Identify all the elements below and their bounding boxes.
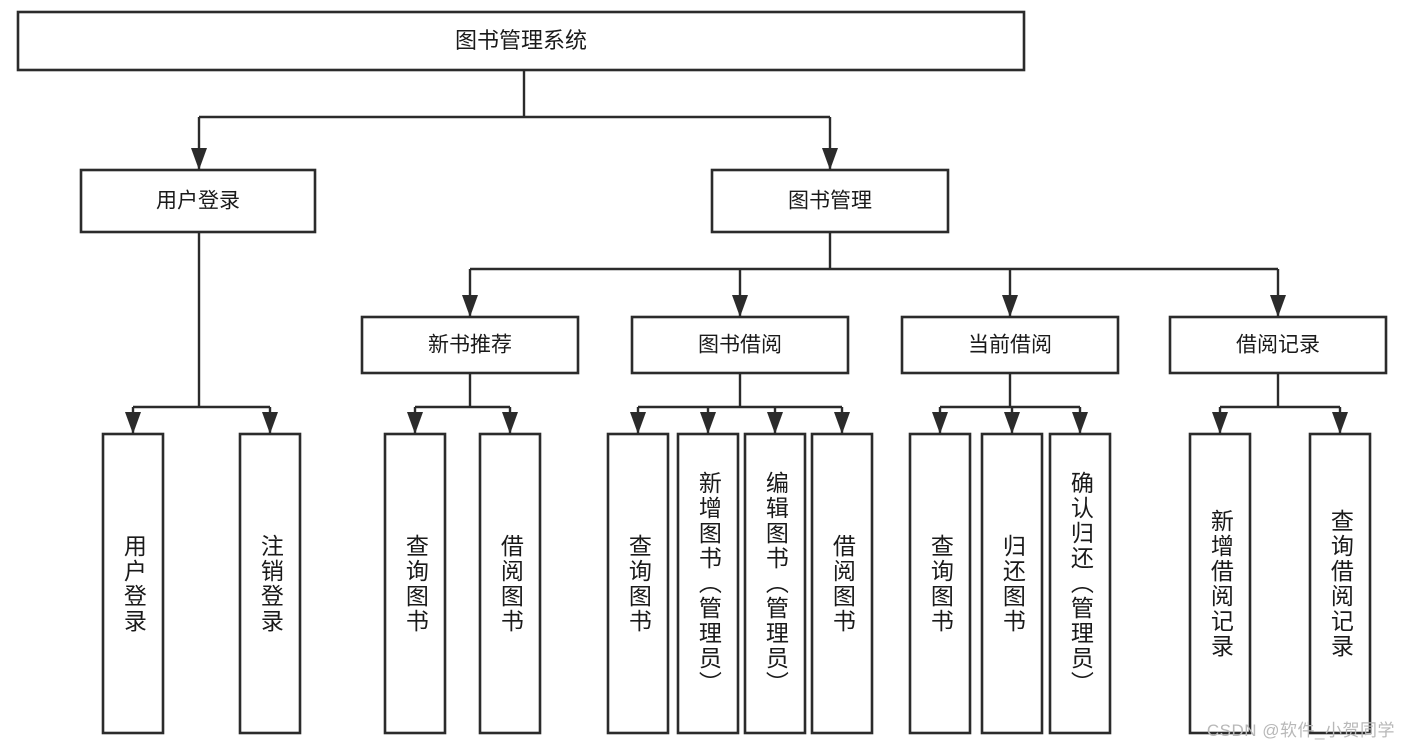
node-box-leaf-8[interactable] [908, 432, 972, 735]
arrow-head-icon [822, 148, 838, 170]
node-box-level3-2[interactable] [900, 315, 1120, 375]
boxes-layer [16, 10, 1388, 735]
node-box-level2-0[interactable] [79, 168, 317, 234]
node-box-leaf-7[interactable] [810, 432, 874, 735]
edge-root-to-level2 [197, 70, 832, 170]
node-label-level3-1: 图书借阅 [698, 334, 782, 357]
arrow-head-icon [1072, 412, 1088, 434]
node-box-leaf-4[interactable] [606, 432, 670, 735]
arrow-head-icon [125, 412, 141, 434]
node-box-leaf-2[interactable] [383, 432, 447, 735]
arrow-head-icon [1332, 412, 1348, 434]
arrow-head-icon [191, 148, 207, 170]
node-label-level2-0: 用户登录 [156, 190, 240, 213]
node-box-level3-0[interactable] [360, 315, 580, 375]
node-box-leaf-12[interactable] [1308, 432, 1372, 735]
edge-newbook-to-leaves [413, 373, 512, 434]
node-box-leaf-0[interactable] [101, 432, 165, 735]
node-label-level2-1: 图书管理 [788, 190, 872, 213]
node-label-level3-3: 借阅记录 [1236, 334, 1320, 357]
arrow-head-icon [502, 412, 518, 434]
node-label-level3-2: 当前借阅 [968, 334, 1052, 357]
arrow-head-icon [1212, 412, 1228, 434]
edges-layer [125, 70, 1348, 434]
node-box-leaf-6[interactable] [743, 432, 807, 735]
arrow-head-icon [630, 412, 646, 434]
edge-bookmgmt-to-level3 [468, 232, 1280, 317]
arrow-head-icon [732, 295, 748, 317]
arrow-head-icon [1270, 295, 1286, 317]
node-box-leaf-10[interactable] [1048, 432, 1112, 735]
node-label-root: 图书管理系统 [455, 28, 587, 53]
edge-borrow-to-leaves [636, 373, 844, 434]
arrow-head-icon [262, 412, 278, 434]
arrow-head-icon [932, 412, 948, 434]
node-box-level3-1[interactable] [630, 315, 850, 375]
arrow-head-icon [834, 412, 850, 434]
node-label-level3-0: 新书推荐 [428, 334, 512, 357]
arrow-head-icon [1002, 295, 1018, 317]
edge-records-to-leaves [1218, 373, 1342, 434]
watermark-text: CSDN @软件_小贺同学 [1206, 721, 1395, 740]
node-box-leaf-1[interactable] [238, 432, 302, 735]
arrow-head-icon [767, 412, 783, 434]
node-box-leaf-9[interactable] [980, 432, 1044, 735]
edge-userlogin-to-leaves [131, 232, 272, 434]
node-box-leaf-3[interactable] [478, 432, 542, 735]
node-box-leaf-5[interactable] [676, 432, 740, 735]
node-box-level3-3[interactable] [1168, 315, 1388, 375]
arrow-head-icon [700, 412, 716, 434]
arrow-head-icon [1004, 412, 1020, 434]
arrow-head-icon [407, 412, 423, 434]
node-box-root[interactable] [16, 10, 1026, 72]
arrow-head-icon [462, 295, 478, 317]
node-box-level2-1[interactable] [710, 168, 950, 234]
node-box-leaf-11[interactable] [1188, 432, 1252, 735]
